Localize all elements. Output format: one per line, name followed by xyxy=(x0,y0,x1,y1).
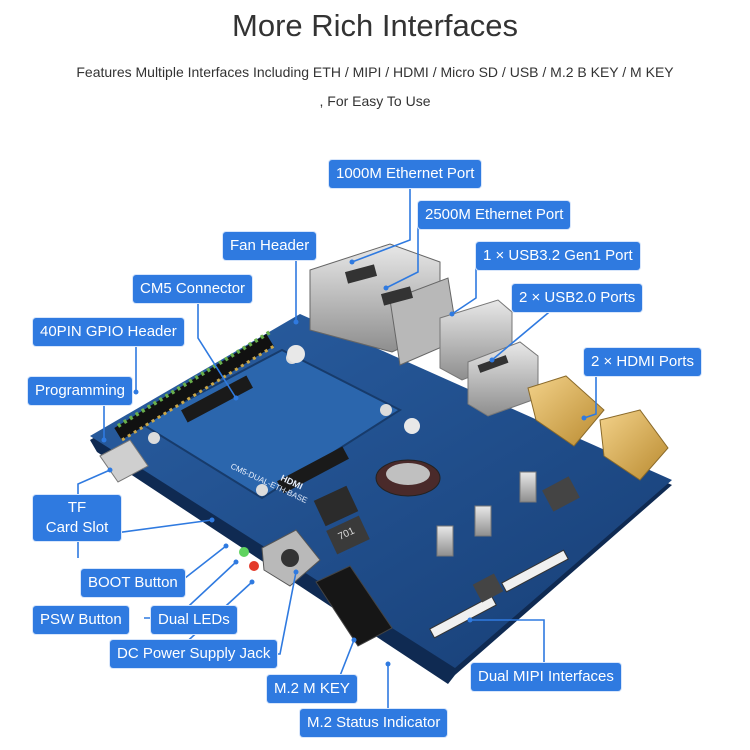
label-tf-card-slot-line2: Card Slot xyxy=(45,519,109,536)
subtitle-line-1: Features Multiple Interfaces Including E… xyxy=(76,64,674,80)
label-tf-card-slot: TF Card Slot xyxy=(33,495,121,541)
mount-hole-1 xyxy=(287,345,305,363)
label-boot-button: BOOT Button xyxy=(81,569,185,597)
inductor xyxy=(313,485,359,527)
label-m2-m-key: M.2 M KEY xyxy=(267,675,357,703)
subtitle-line-2: , For Easy To Use xyxy=(319,93,431,109)
led-red xyxy=(249,561,259,571)
label-tf-card-slot-line1: TF xyxy=(67,499,87,516)
mount-hole-3 xyxy=(404,418,420,434)
m2-slot xyxy=(315,565,393,647)
hdmi-ports xyxy=(527,375,669,481)
mipi-connector-2 xyxy=(501,549,569,593)
label-dc-power-supply-jack: DC Power Supply Jack xyxy=(110,640,278,668)
chip-1 xyxy=(542,476,580,512)
cm5-module xyxy=(139,348,403,500)
inductor-701 xyxy=(326,515,370,555)
label-usb20-ports: 2 × USB2.0 Ports xyxy=(512,284,643,312)
label-1000m-ethernet-port: 1000M Ethernet Port xyxy=(329,160,482,188)
label-m2-status-indicator: M.2 Status Indicator xyxy=(300,709,448,737)
label-hdmi-ports: 2 × HDMI Ports xyxy=(584,348,701,376)
label-fan-header: Fan Header xyxy=(223,232,317,260)
cm5-connector-1 xyxy=(181,375,253,423)
label-cm5-connector: CM5 Connector xyxy=(133,275,253,303)
label-usb32-port: 1 × USB3.2 Gen1 Port xyxy=(476,242,640,270)
chip-2 xyxy=(472,573,504,603)
label-programming: Programming xyxy=(28,377,133,405)
label-40pin-gpio-header: 40PIN GPIO Header xyxy=(33,318,184,346)
page-title: More Rich Interfaces xyxy=(232,8,518,43)
gpio-header-pins xyxy=(114,330,275,442)
label-dual-mipi-interfaces: Dual MIPI Interfaces xyxy=(471,663,621,691)
standoffs xyxy=(436,471,537,557)
module-hole-3 xyxy=(380,404,392,416)
mipi-connector-1 xyxy=(429,595,497,639)
module-hole-1 xyxy=(148,432,160,444)
led-green xyxy=(239,547,249,557)
label-2500m-ethernet-port: 2500M Ethernet Port xyxy=(418,201,571,229)
module-hole-4 xyxy=(256,484,268,496)
label-psw-button: PSW Button xyxy=(33,606,129,634)
cm5-connector-2 xyxy=(277,446,349,494)
label-dual-leds: Dual LEDs xyxy=(151,606,237,634)
